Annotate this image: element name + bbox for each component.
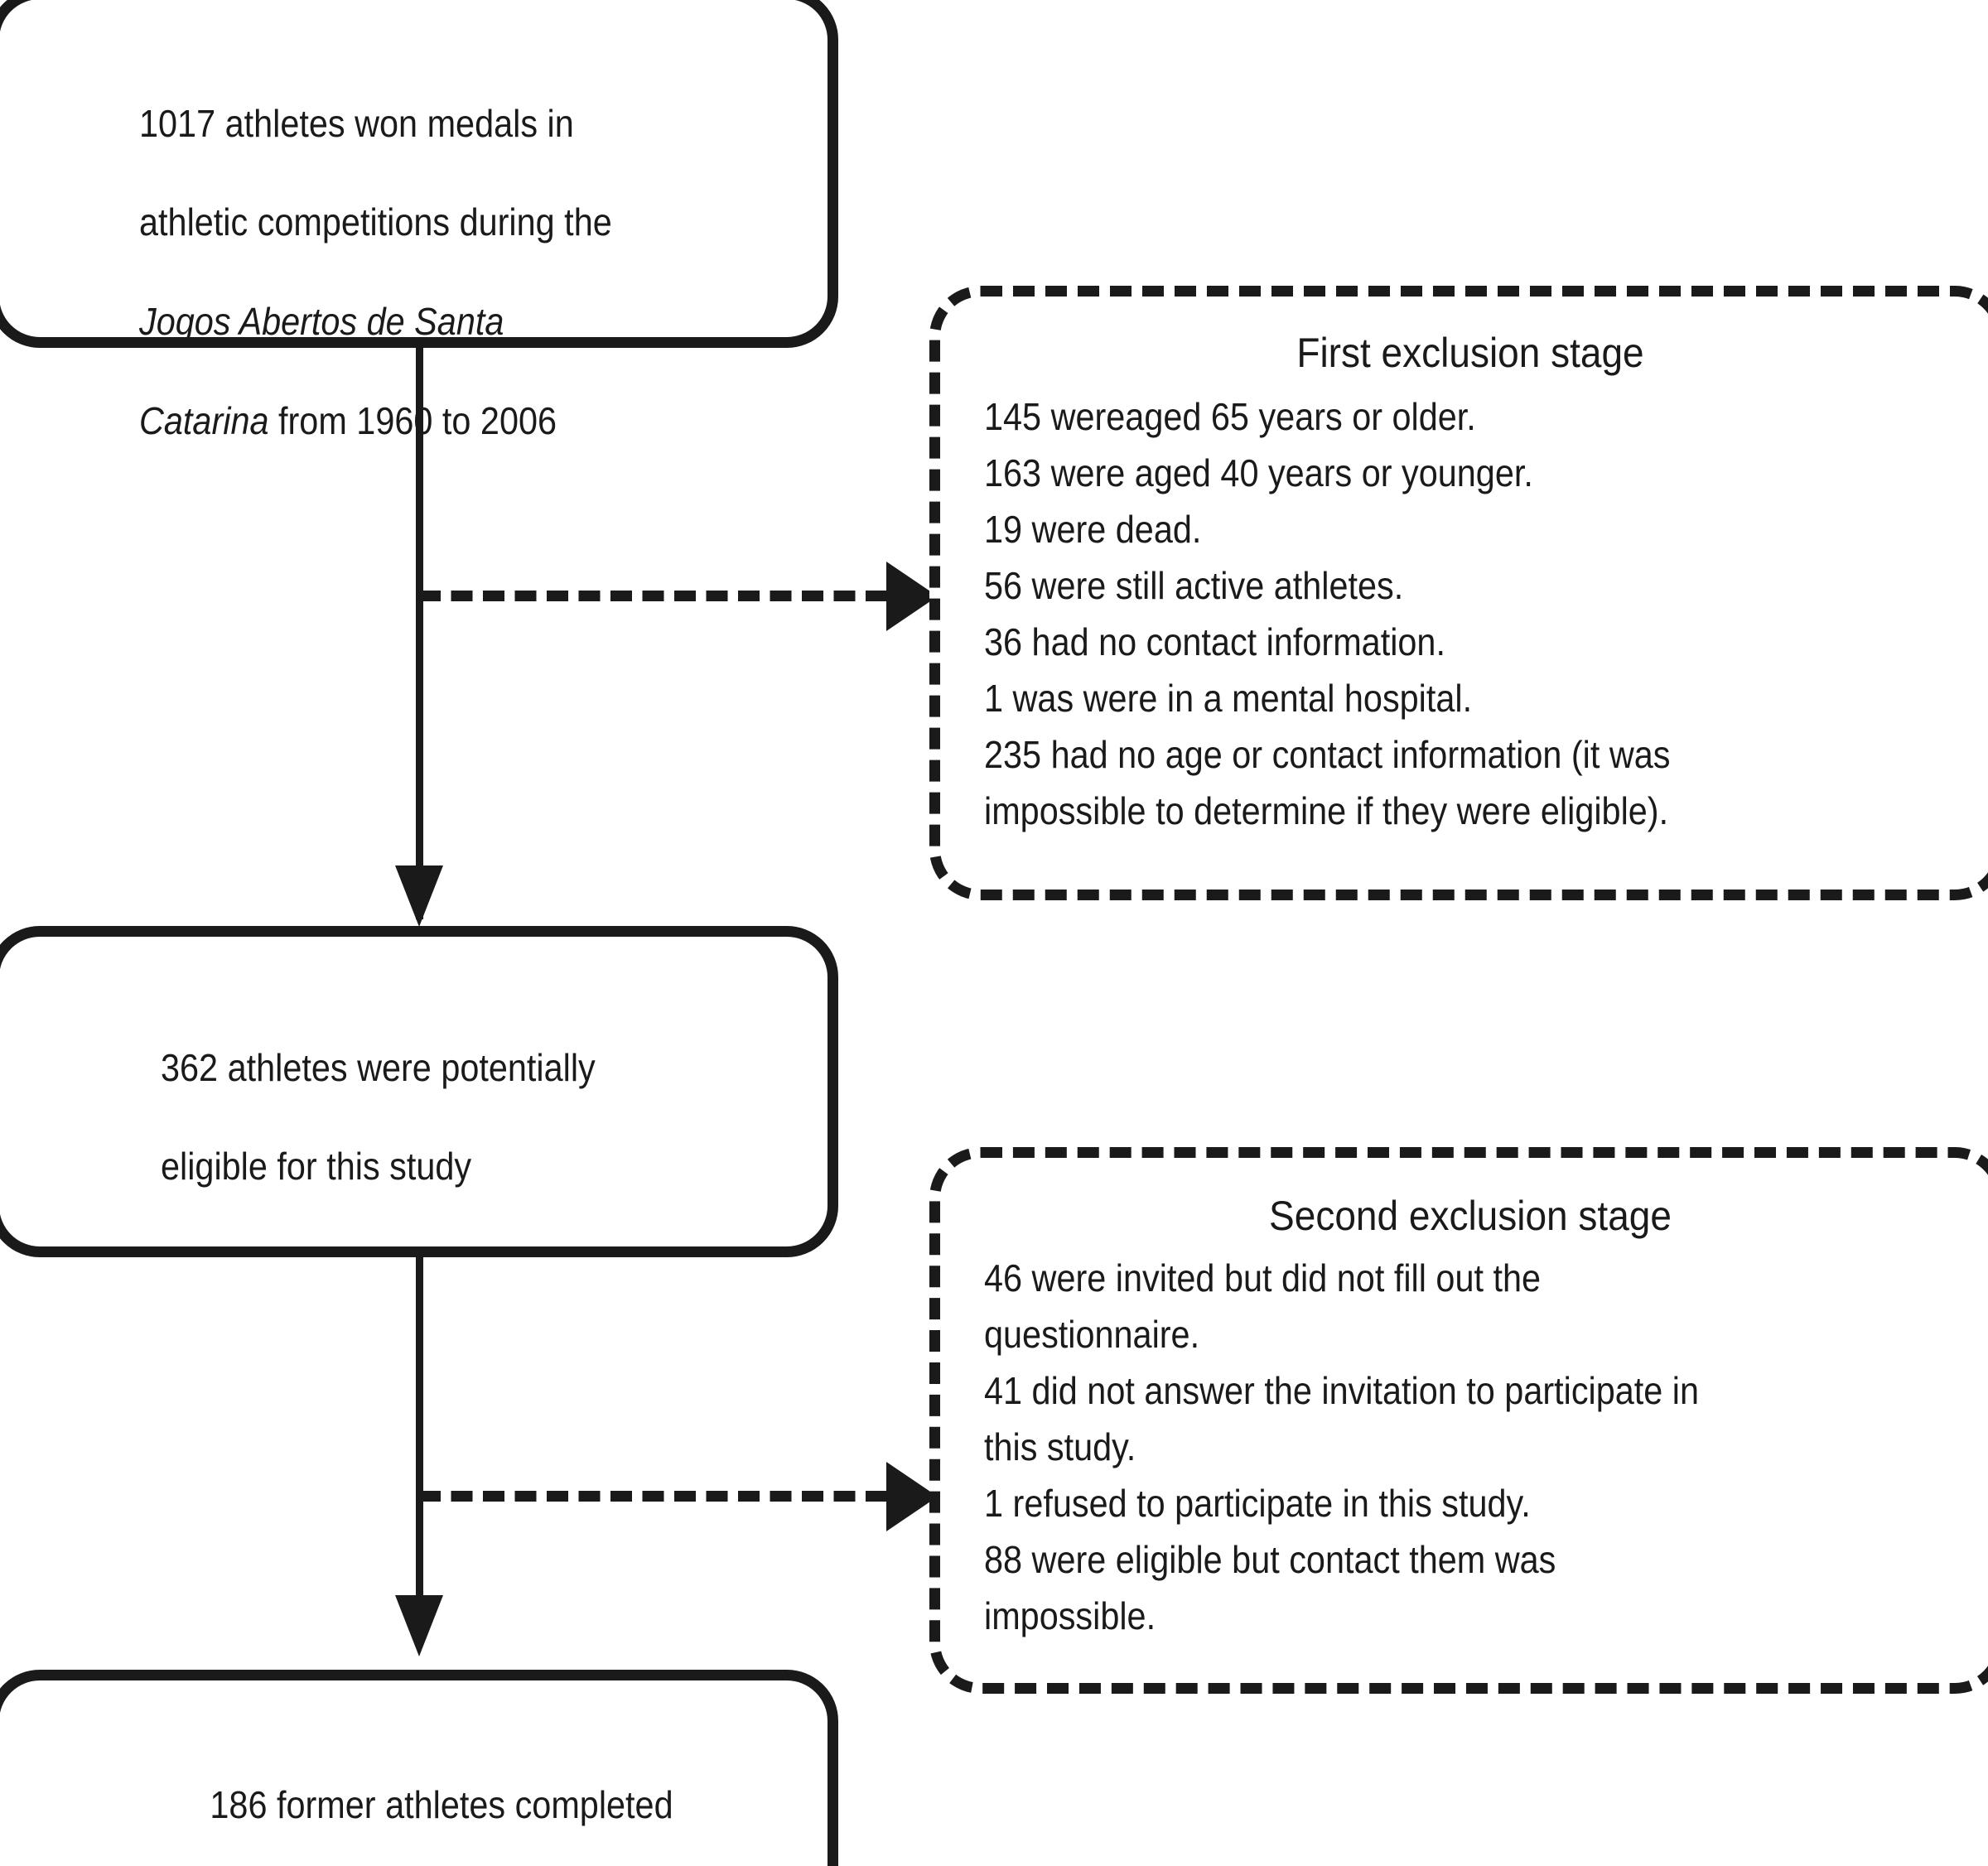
- connector-second-exclusion-arrowhead: [886, 1462, 938, 1531]
- second-exclusion-item-2-line-1: 41 did not answer the invitation to part…: [984, 1369, 1700, 1412]
- second-exclusion-item-1-line-1: 46 were invited but did not fill out the: [984, 1256, 1542, 1299]
- source-line-3-italic: Jogos Abertos de Santa: [139, 299, 504, 343]
- connector-second-exclusion-line: [419, 1491, 887, 1502]
- node-source-population: [0, 0, 838, 348]
- second-exclusion-item-4-line-2: impossible.: [984, 1594, 1156, 1637]
- first-exclusion-item-4: 56 were still active athletes.: [984, 564, 1404, 607]
- source-line-4-italic: Catarina: [139, 398, 269, 442]
- second-exclusion-item-1-line-2: questionnaire.: [984, 1313, 1200, 1356]
- first-exclusion-item-6: 1 was were in a mental hospital.: [984, 677, 1473, 720]
- first-exclusion-item-7-line-1: 235 had no age or contact information (i…: [984, 733, 1671, 776]
- second-exclusion-title: Second exclusion stage: [1269, 1193, 1672, 1239]
- connector-source-to-eligible-arrowhead: [395, 865, 443, 927]
- node-completed-questionnaire: [0, 1670, 838, 1866]
- first-exclusion-title: First exclusion stage: [1296, 330, 1644, 376]
- node-potentially-eligible: [0, 926, 838, 1257]
- node-completed-questionnaire-text: 186 former athletes completed the questi…: [87, 1731, 758, 1866]
- second-exclusion-item-4-line-1: 88 were eligible but contact them was: [984, 1538, 1556, 1581]
- first-exclusion-item-7-line-2: impossible to determine if they were eli…: [984, 789, 1669, 832]
- source-line-1: 1017 athletes won medals in: [139, 101, 574, 145]
- second-exclusion-item-3: 1 refused to participate in this study.: [984, 1482, 1531, 1525]
- source-line-4-rest: from 1960 to 2006: [268, 398, 557, 442]
- panel-first-exclusion: [929, 286, 1988, 900]
- connector-first-exclusion-line: [419, 591, 887, 601]
- source-line-2: athletic competitions during the: [139, 200, 612, 244]
- eligible-line-2: eligible for this study: [161, 1145, 472, 1189]
- node-potentially-eligible-text: 362 athletes were potentially eligible f…: [123, 994, 719, 1242]
- first-exclusion-item-1: 145 wereaged 65 years or older.: [984, 395, 1476, 438]
- connector-eligible-to-completed-arrowhead: [395, 1595, 443, 1656]
- panel-second-exclusion: [929, 1147, 1988, 1694]
- first-exclusion-item-2: 163 were aged 40 years or younger.: [984, 451, 1533, 494]
- first-exclusion-item-5: 36 had no contact information.: [984, 620, 1445, 663]
- connector-source-to-eligible-line: [416, 346, 423, 919]
- completed-line-1: 186 former athletes completed: [210, 1782, 673, 1826]
- connector-eligible-to-completed-line: [416, 1252, 423, 1642]
- first-exclusion-item-3: 19 were dead.: [984, 508, 1202, 551]
- second-exclusion-item-2-line-2: this study.: [984, 1425, 1136, 1468]
- node-source-population-text: 1017 athletes won medals in athletic com…: [101, 50, 712, 495]
- connector-first-exclusion-arrowhead: [886, 562, 938, 631]
- eligible-line-1: 362 athletes were potentially: [161, 1045, 596, 1089]
